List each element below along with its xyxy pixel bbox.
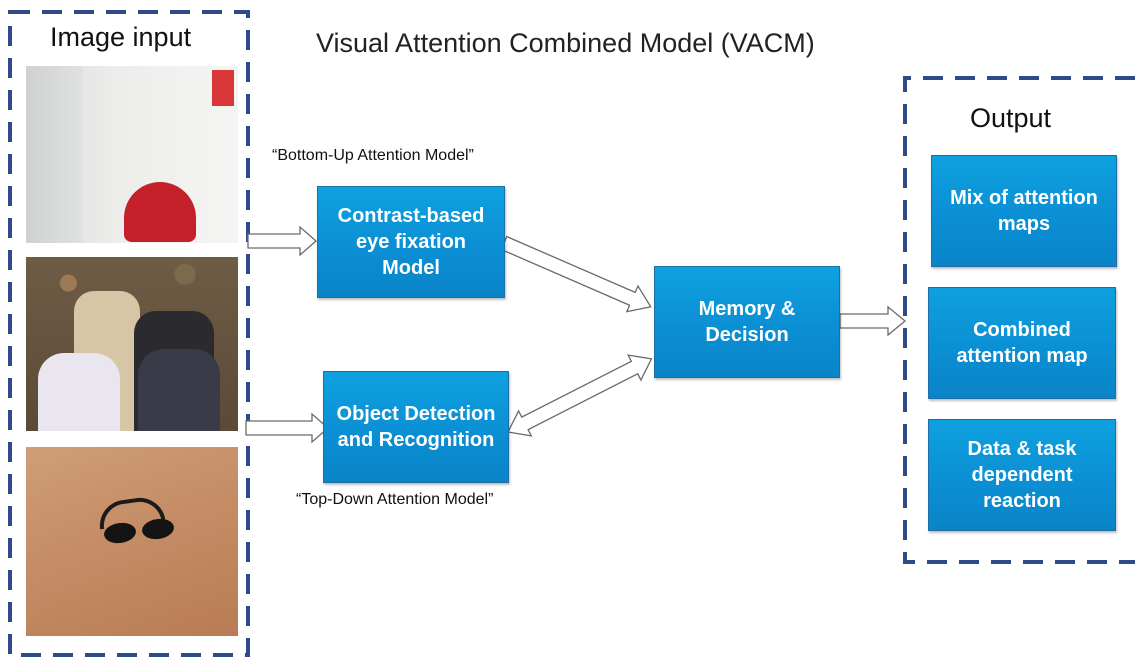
arrow-object-detection-memory-bidirectional [507, 354, 653, 437]
output-panel-label: Output [970, 103, 1052, 133]
photo-red-object-shape [124, 182, 196, 242]
node-memory-decision: Memory & Decision [654, 266, 840, 378]
top-down-caption: “Top-Down Attention Model” [296, 491, 494, 508]
input-panel-border [8, 10, 250, 657]
node-contrast-model: Contrast-based eye fixation Model [317, 186, 505, 298]
node-object-detection: Object Detection and Recognition [323, 371, 509, 483]
arrow-memory-to-output [839, 305, 907, 337]
output-panel-border [903, 76, 1135, 564]
arrow-input-to-object-detection [245, 412, 329, 444]
photo-sunglasses-on-table [26, 447, 238, 636]
arrow-contrast-to-memory [500, 235, 652, 313]
output-combined-attention-map: Combined attention map [928, 287, 1116, 399]
arrows [245, 225, 907, 444]
bottom-up-caption: “Bottom-Up Attention Model” [272, 147, 474, 164]
output-data-task-dependent-reaction: Data & task dependent reaction [928, 419, 1116, 531]
photo-group-of-four-people [26, 257, 238, 431]
input-panel-label: Image input [50, 22, 192, 52]
photo-door-shape [26, 66, 82, 243]
output-mix-of-attention-maps: Mix of attention maps [931, 155, 1117, 267]
photo-room-fire-extinguisher-sign [26, 66, 238, 243]
photo-sign-shape [212, 70, 234, 106]
photo-person-right-front [138, 349, 220, 431]
photo-person-left-front [38, 353, 120, 431]
diagram-title: Visual Attention Combined Model (VACM) [316, 28, 815, 58]
arrow-input-to-contrast [247, 225, 317, 257]
